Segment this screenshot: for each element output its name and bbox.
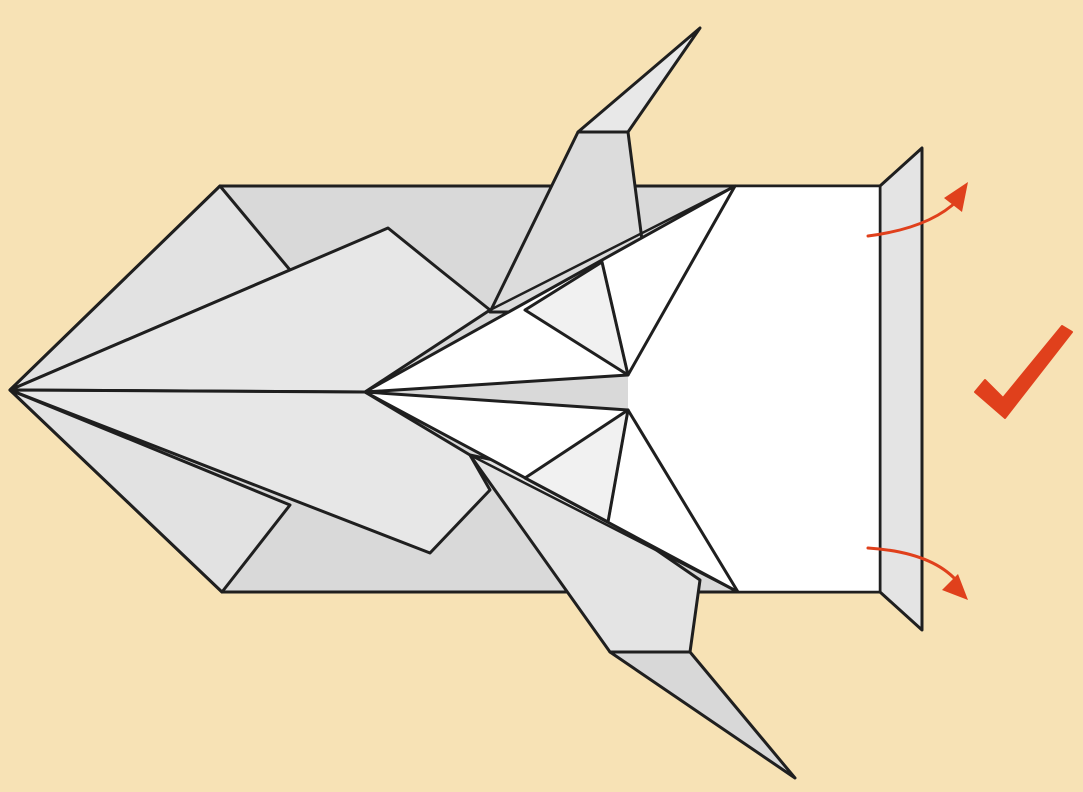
origami-illustration — [0, 0, 1083, 792]
origami-step-diagram — [0, 0, 1083, 792]
